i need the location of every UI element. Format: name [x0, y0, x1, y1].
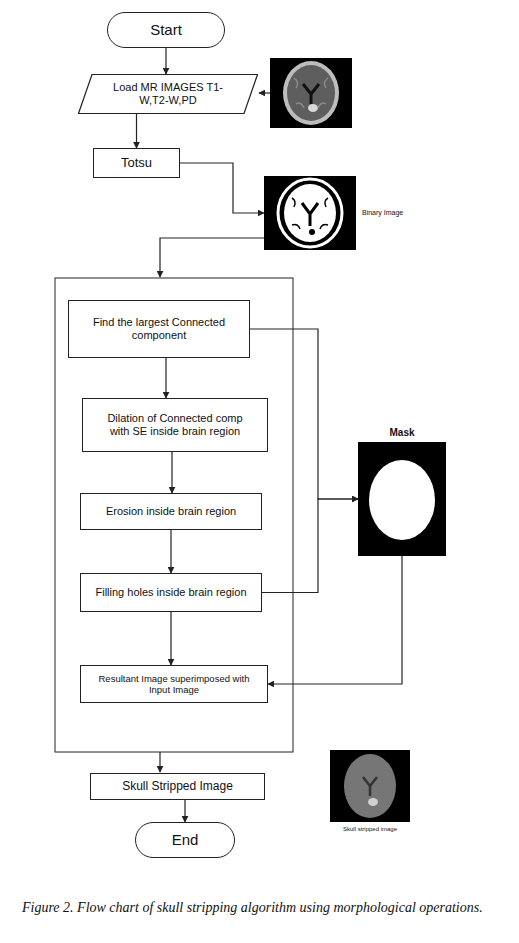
flow-arrow: [165, 358, 166, 398]
node-label: Load MR IMAGES T1-W,T2-W,PD: [108, 81, 228, 107]
process-box: Dilation of Connected comp with SE insid…: [82, 398, 268, 452]
flow-arrow: [262, 499, 358, 593]
flow-arrow: [184, 800, 185, 822]
flow-arrow: [268, 556, 402, 684]
process-box: Filling holes inside brain region: [80, 573, 262, 612]
input-parallelogram: Load MR IMAGES T1-W,T2-W,PD: [78, 74, 258, 114]
node-label: Filling holes inside brain region: [95, 586, 246, 599]
mr-image: [270, 58, 352, 128]
flow-arrow: [165, 48, 166, 74]
image-label: Binary Image: [362, 209, 403, 217]
flow-arrow: [159, 752, 160, 772]
image-label: Mask: [389, 427, 414, 439]
image-node: Mask: [358, 442, 446, 556]
flow-arrow: [170, 612, 171, 665]
mask-image-art: [358, 442, 446, 556]
node-label: Totsu: [121, 155, 152, 171]
process-box: Find the largest Connected component: [68, 300, 250, 358]
flow-arrow: [259, 92, 270, 93]
flow-arrow: [170, 530, 171, 573]
image-node: Skull stripped image: [330, 750, 410, 822]
process-box: Totsu: [93, 148, 180, 178]
node-label: Skull Stripped Image: [122, 779, 233, 793]
flow-arrow: [136, 114, 137, 148]
flow-arrow: [171, 452, 172, 493]
node-label: Resultant Image superimposed with Input …: [91, 673, 257, 696]
flow-arrow: [160, 238, 264, 277]
node-label: End: [172, 831, 199, 849]
image-node: Binary Image: [264, 176, 356, 250]
group-frame: [55, 278, 293, 752]
terminal: End: [135, 822, 235, 858]
figure-caption: Figure 2. Flow chart of skull stripping …: [22, 899, 500, 918]
node-label: Start: [150, 21, 182, 39]
process-box: Erosion inside brain region: [80, 493, 262, 530]
caption-text: Figure 2. Flow chart of skull stripping …: [22, 900, 483, 915]
stripped-image-art: [330, 750, 410, 822]
process-box: Skull Stripped Image: [90, 773, 265, 800]
node-label: Find the largest Connected component: [87, 316, 231, 342]
flow-arrow: [180, 163, 264, 213]
binary-image-art: [264, 176, 356, 250]
terminal: Start: [107, 12, 225, 48]
image-label: Skull stripped image: [343, 826, 397, 833]
process-box: Resultant Image superimposed with Input …: [80, 665, 268, 703]
flow-arrow: [250, 329, 358, 499]
node-label: Dilation of Connected comp with SE insid…: [97, 412, 253, 438]
node-label: Erosion inside brain region: [106, 505, 236, 518]
